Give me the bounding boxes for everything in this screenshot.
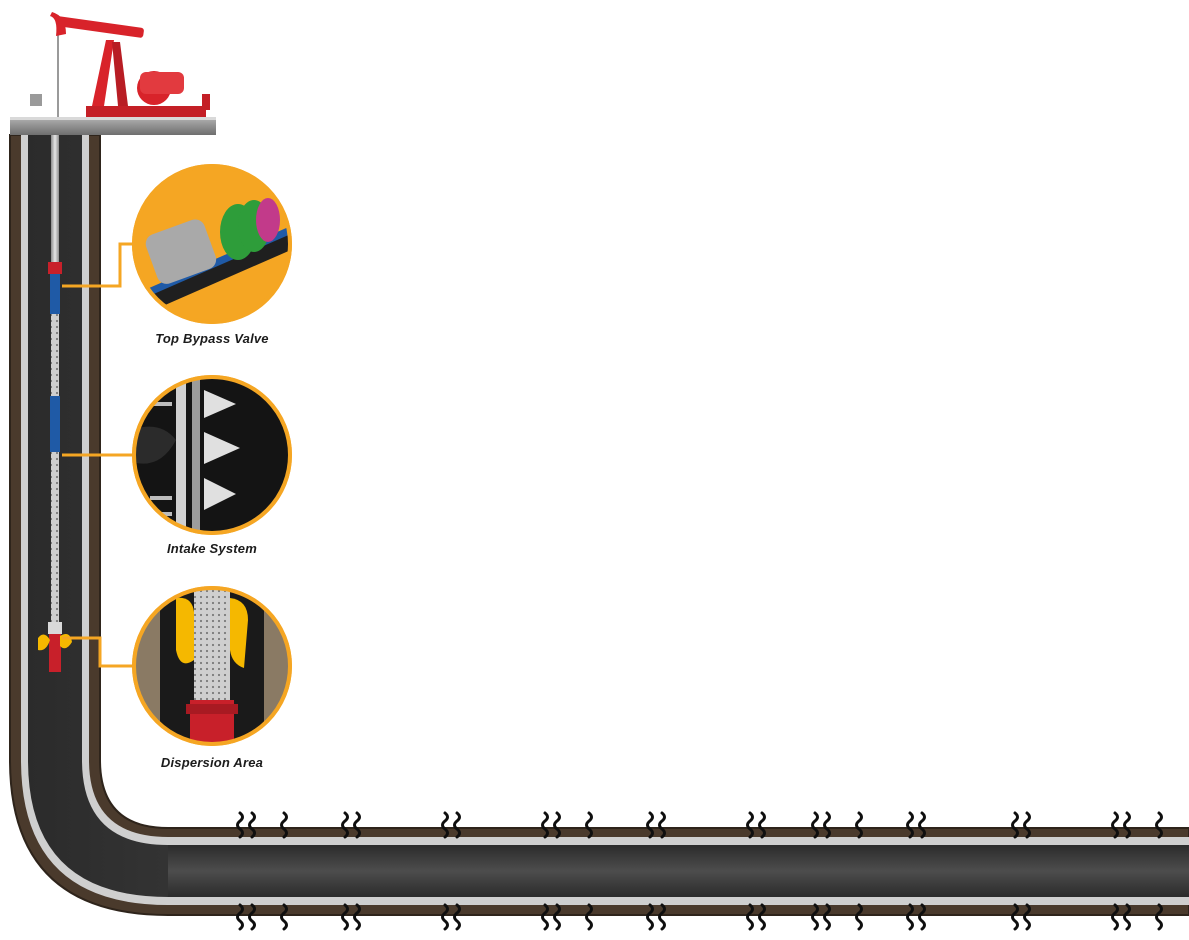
fracture-icon — [1155, 811, 1163, 839]
fracture-icon — [1111, 811, 1119, 839]
fracture-icon — [341, 811, 349, 839]
fracture-icon — [353, 903, 361, 931]
fracture-icon — [236, 811, 244, 839]
fracture-icon — [541, 903, 549, 931]
fracture-icon — [646, 903, 654, 931]
callout-label-intake-system: Intake System — [166, 541, 258, 556]
fracture-icon — [353, 811, 361, 839]
callout-label-top-bypass-valve: Top Bypass Valve — [155, 331, 269, 346]
fractures — [236, 811, 1163, 931]
fracture-icon — [918, 811, 926, 839]
tool-string — [38, 135, 72, 672]
fracture-icon — [1123, 811, 1131, 839]
fracture-icon — [553, 903, 561, 931]
surface-pad — [10, 117, 216, 135]
pump-jack-icon — [30, 12, 210, 117]
fracture-icon — [1023, 811, 1031, 839]
callout-dispersion-area — [132, 586, 292, 746]
callout-connectors — [62, 242, 134, 668]
fracture-icon — [453, 903, 461, 931]
fracture-icon — [906, 903, 914, 931]
fracture-icon — [441, 811, 449, 839]
fracture-icon — [1011, 903, 1019, 931]
fracture-icon — [341, 903, 349, 931]
fracture-icon — [585, 811, 593, 839]
fracture-icon — [585, 903, 593, 931]
fracture-icon — [918, 903, 926, 931]
fracture-icon — [646, 811, 654, 839]
fracture-icon — [441, 903, 449, 931]
fracture-icon — [553, 811, 561, 839]
fracture-icon — [906, 811, 914, 839]
fracture-icon — [758, 903, 766, 931]
fracture-icon — [658, 811, 666, 839]
fracture-icon — [280, 903, 288, 931]
fracture-icon — [248, 811, 256, 839]
fracture-icon — [823, 811, 831, 839]
callout-intake-system — [132, 375, 292, 535]
wellbore-casing — [21, 135, 1189, 905]
callout-top-bypass-valve — [132, 164, 292, 324]
fracture-icon — [823, 903, 831, 931]
fracture-icon — [658, 903, 666, 931]
fracture-icon — [280, 811, 288, 839]
fracture-icon — [453, 811, 461, 839]
fracture-icon — [248, 903, 256, 931]
fracture-icon — [811, 903, 819, 931]
fracture-icon — [746, 811, 754, 839]
fracture-icon — [1011, 811, 1019, 839]
fracture-icon — [1155, 903, 1163, 931]
fracture-icon — [1123, 903, 1131, 931]
fracture-icon — [758, 811, 766, 839]
callout-label-dispersion-area: Dispersion Area — [160, 755, 264, 770]
fracture-icon — [1111, 903, 1119, 931]
fracture-icon — [855, 903, 863, 931]
fracture-icon — [855, 811, 863, 839]
fracture-icon — [1023, 903, 1031, 931]
fracture-icon — [541, 811, 549, 839]
fracture-icon — [236, 903, 244, 931]
fracture-icon — [811, 811, 819, 839]
fracture-icon — [746, 903, 754, 931]
